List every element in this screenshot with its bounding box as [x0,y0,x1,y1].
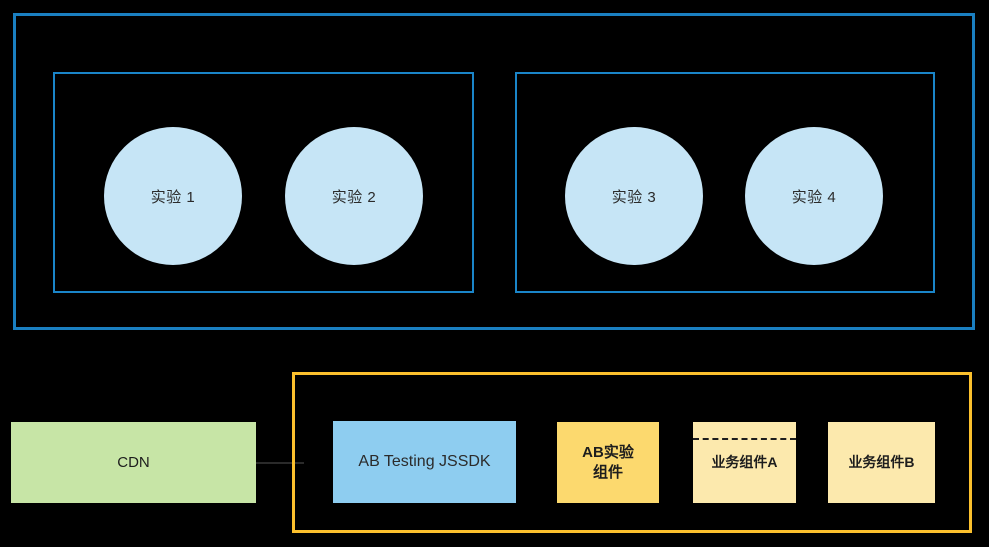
ab-testing-jssdk-label: AB Testing JSSDK [358,452,491,470]
ab-experiment-component-node[interactable]: AB实验 组件 [557,422,659,503]
cdn-node[interactable]: CDN [11,422,256,503]
business-component-b-node[interactable]: 业务组件B [828,422,935,503]
experiment-circle-4[interactable]: 实验 4 [745,127,883,265]
experiment-circle-4-label: 实验 4 [791,188,837,206]
experiment-circle-3-label: 实验 3 [611,188,657,206]
experiment-group-2 [515,72,935,293]
business-component-a-divider [693,438,796,440]
cdn-to-sdk-connector [256,462,304,464]
business-component-a-node[interactable]: 业务组件A [693,422,796,503]
experiment-circle-2-label: 实验 2 [331,188,377,206]
business-component-a-label: 业务组件A [711,454,778,471]
experiment-circle-1-label: 实验 1 [150,188,196,206]
experiment-circle-1[interactable]: 实验 1 [104,127,242,265]
business-component-b-label: 业务组件B [848,454,915,471]
experiment-circle-3[interactable]: 实验 3 [565,127,703,265]
cdn-node-label: CDN [117,453,150,471]
experiment-circle-2[interactable]: 实验 2 [285,127,423,265]
ab-experiment-component-label: AB实验 组件 [582,444,634,481]
sdk-integration-container [292,372,972,533]
ab-testing-jssdk-node[interactable]: AB Testing JSSDK [333,421,516,503]
experiment-platform-container [13,13,975,330]
experiment-group-1 [53,72,474,293]
